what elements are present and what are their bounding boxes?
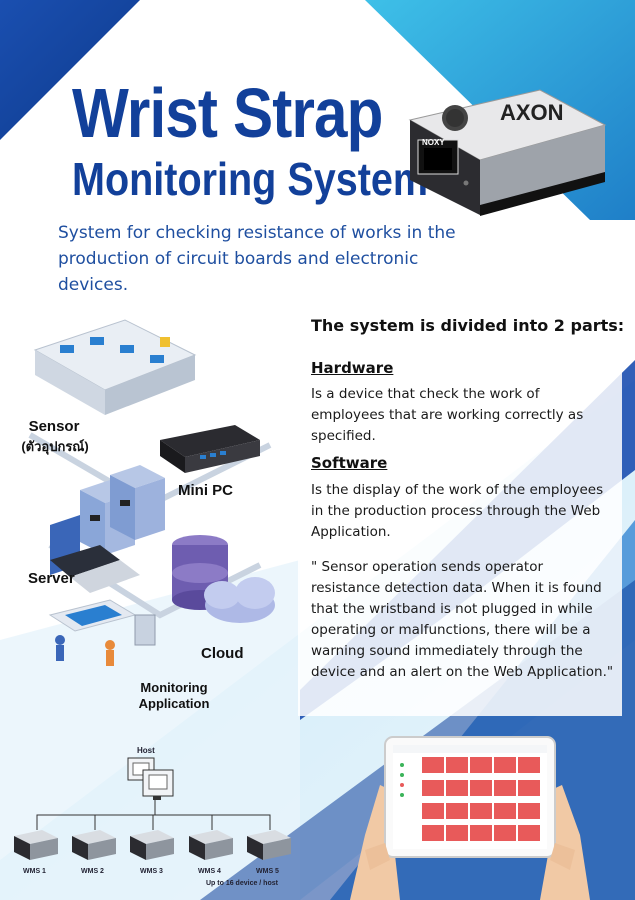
network-diagram — [14, 757, 291, 860]
wms-5-label: WMS 5 — [256, 868, 279, 875]
wms-devices — [14, 830, 291, 860]
page-title: Wrist Strap — [72, 74, 383, 152]
wms-3-label: WMS 3 — [140, 868, 163, 875]
system-diagram — [28, 319, 275, 666]
page-subtitle-title: Monitoring System — [72, 153, 429, 205]
hardware-text: Is a device that check the work of emplo… — [311, 386, 584, 444]
tablet-illustration — [350, 736, 590, 900]
mini-pc-label: Mini PC — [178, 482, 233, 499]
wms-1-label: WMS 1 — [23, 868, 46, 875]
wms-2-label: WMS 2 — [81, 868, 104, 875]
sensor-thai-label: (ตัวอุปกรณ์) — [21, 439, 89, 454]
axon-device-image: AXON NOXY — [408, 89, 607, 216]
host-label: Host — [137, 746, 155, 755]
operation-quote: " Sensor operation sends operator resist… — [311, 559, 614, 680]
device-brand: AXON — [500, 100, 564, 125]
software-title: Software — [311, 454, 388, 472]
application-label: Application — [138, 696, 210, 711]
hardware-title: Hardware — [311, 359, 394, 377]
intro-text: System for checking resistance of works … — [58, 223, 456, 295]
parts-heading: The system is divided into 2 parts: — [311, 316, 625, 335]
monitoring-label: Monitoring — [140, 680, 208, 695]
server-label: Server — [28, 570, 75, 587]
parts-panel — [298, 306, 622, 716]
cloud-label: Cloud — [201, 645, 244, 662]
device-limit-note: Up to 16 device / host — [206, 880, 278, 887]
wms-4-label: WMS 4 — [198, 868, 221, 875]
software-text: Is the display of the work of the employ… — [311, 482, 604, 540]
device-model: NOXY — [422, 138, 445, 147]
sensor-label: Sensor — [28, 418, 80, 435]
